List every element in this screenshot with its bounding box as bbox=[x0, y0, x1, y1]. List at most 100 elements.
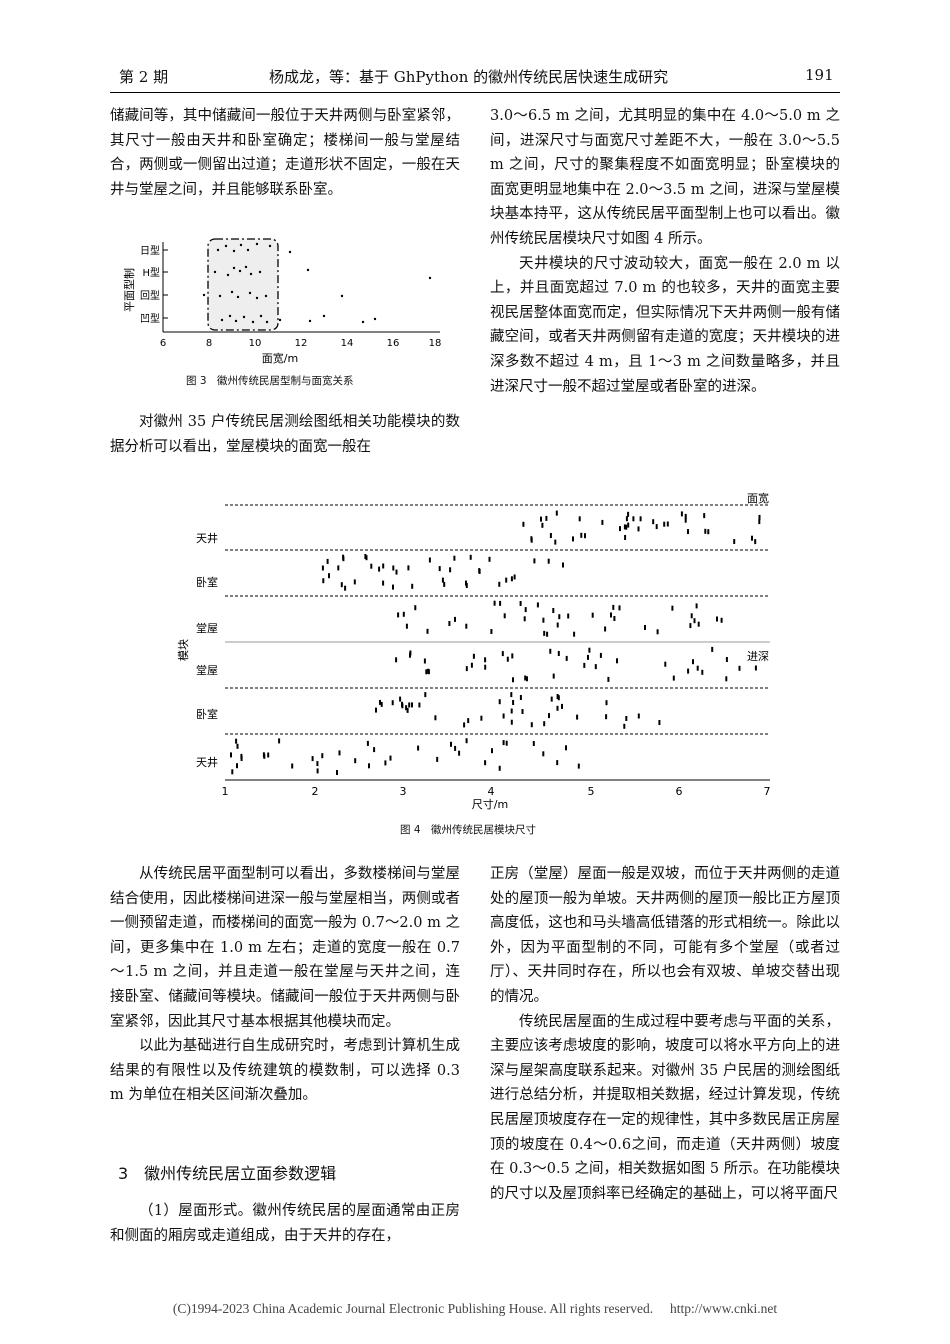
dash-mark bbox=[434, 715, 437, 721]
dash-mark bbox=[610, 612, 612, 618]
dash-mark bbox=[703, 513, 706, 519]
dash-mark bbox=[453, 555, 456, 561]
dash-mark bbox=[530, 722, 533, 728]
dash-mark bbox=[754, 539, 757, 545]
dash-mark bbox=[637, 526, 640, 532]
dash-mark bbox=[552, 608, 555, 613]
dash-mark bbox=[684, 513, 687, 519]
dash-mark bbox=[696, 665, 699, 671]
dash-mark bbox=[594, 664, 597, 670]
dash-mark bbox=[411, 702, 413, 708]
dash-mark bbox=[693, 618, 696, 624]
dash-mark bbox=[311, 756, 314, 762]
dash-mark bbox=[751, 535, 753, 541]
dash-mark bbox=[701, 669, 704, 675]
header-title: 杨成龙，等：基于 GhPython 的徽州传统民居快速生成研究 bbox=[269, 68, 669, 86]
dash-mark bbox=[536, 602, 539, 608]
dash-mark bbox=[467, 718, 470, 724]
dash-mark bbox=[558, 614, 561, 620]
dash-mark bbox=[235, 738, 238, 744]
dash-mark bbox=[692, 659, 694, 665]
dash-mark bbox=[521, 709, 524, 714]
dash-mark bbox=[321, 753, 324, 759]
dash-mark bbox=[354, 758, 357, 764]
figure-3-axes bbox=[162, 242, 440, 333]
dash-mark bbox=[716, 616, 718, 622]
dash-mark bbox=[601, 519, 604, 525]
dash-mark bbox=[511, 653, 514, 659]
dash-mark bbox=[565, 655, 568, 661]
dash-mark bbox=[578, 516, 581, 522]
dash-mark bbox=[418, 702, 421, 708]
dash-mark bbox=[510, 708, 513, 714]
dash-mark bbox=[557, 651, 560, 656]
dash-mark bbox=[443, 581, 446, 587]
dash-mark bbox=[663, 521, 666, 527]
dash-mark bbox=[342, 556, 345, 562]
dash-mark bbox=[587, 654, 589, 660]
dash-mark bbox=[548, 713, 550, 719]
dash-mark bbox=[599, 652, 602, 658]
dash-mark bbox=[405, 623, 408, 629]
dash-mark bbox=[506, 656, 509, 662]
x-tick-label: 8 bbox=[206, 338, 212, 349]
dash-mark bbox=[530, 537, 533, 543]
dash-mark bbox=[484, 664, 487, 670]
dash-mark bbox=[425, 669, 428, 675]
dash-mark bbox=[542, 617, 545, 623]
dash-mark bbox=[458, 750, 461, 756]
dash-mark bbox=[267, 752, 270, 758]
dash-mark bbox=[463, 722, 466, 728]
dash-mark bbox=[556, 705, 559, 711]
dash-mark bbox=[395, 657, 398, 663]
dash-mark bbox=[550, 696, 553, 702]
dash-mark bbox=[502, 740, 505, 746]
dash-mark bbox=[758, 519, 761, 525]
dash-mark bbox=[493, 600, 496, 606]
dash-mark bbox=[652, 519, 655, 525]
dash-mark bbox=[454, 745, 457, 751]
dash-mark bbox=[583, 662, 586, 668]
dash-mark bbox=[738, 665, 741, 671]
row-label: 堂屋 bbox=[196, 664, 218, 677]
dash-mark bbox=[623, 524, 626, 530]
dash-mark bbox=[501, 651, 504, 657]
dash-mark bbox=[554, 539, 557, 545]
dash-mark bbox=[450, 741, 452, 747]
x-tick-label: 10 bbox=[249, 338, 262, 349]
dash-mark bbox=[623, 723, 626, 729]
category-label: 日型 bbox=[140, 244, 160, 257]
dash-mark bbox=[733, 539, 736, 544]
figure-3-ylabel: 平面型制 bbox=[122, 268, 136, 312]
dash-mark bbox=[687, 668, 690, 674]
dash-mark bbox=[499, 600, 502, 606]
dash-mark bbox=[690, 613, 693, 619]
dash-mark bbox=[344, 585, 347, 591]
dash-mark bbox=[490, 629, 493, 634]
dash-mark bbox=[680, 511, 683, 517]
header-issue: 第 2 期 bbox=[119, 68, 169, 86]
dash-mark bbox=[632, 516, 635, 522]
dash-mark bbox=[484, 760, 487, 766]
dash-mark bbox=[407, 565, 410, 571]
dash-mark bbox=[605, 700, 608, 706]
dash-mark bbox=[382, 580, 385, 586]
dash-mark bbox=[426, 628, 429, 634]
figure-4-xlabel: 尺寸/m bbox=[472, 797, 508, 811]
dash-mark bbox=[322, 578, 325, 584]
dash-mark bbox=[338, 750, 341, 756]
dash-mark bbox=[644, 625, 646, 630]
dash-mark bbox=[758, 514, 761, 520]
dash-mark bbox=[424, 692, 427, 698]
dash-mark bbox=[428, 557, 431, 563]
dash-mark bbox=[397, 612, 400, 618]
dash-mark bbox=[427, 668, 430, 674]
dash-mark bbox=[472, 653, 475, 659]
dash-mark bbox=[519, 695, 522, 700]
dash-mark bbox=[399, 696, 402, 702]
dash-mark bbox=[576, 714, 579, 720]
dash-mark bbox=[366, 740, 369, 746]
dash-mark bbox=[556, 694, 559, 699]
figure-4-label-bottom: 进深 bbox=[747, 650, 769, 663]
x-tick-label: 3 bbox=[400, 785, 407, 798]
